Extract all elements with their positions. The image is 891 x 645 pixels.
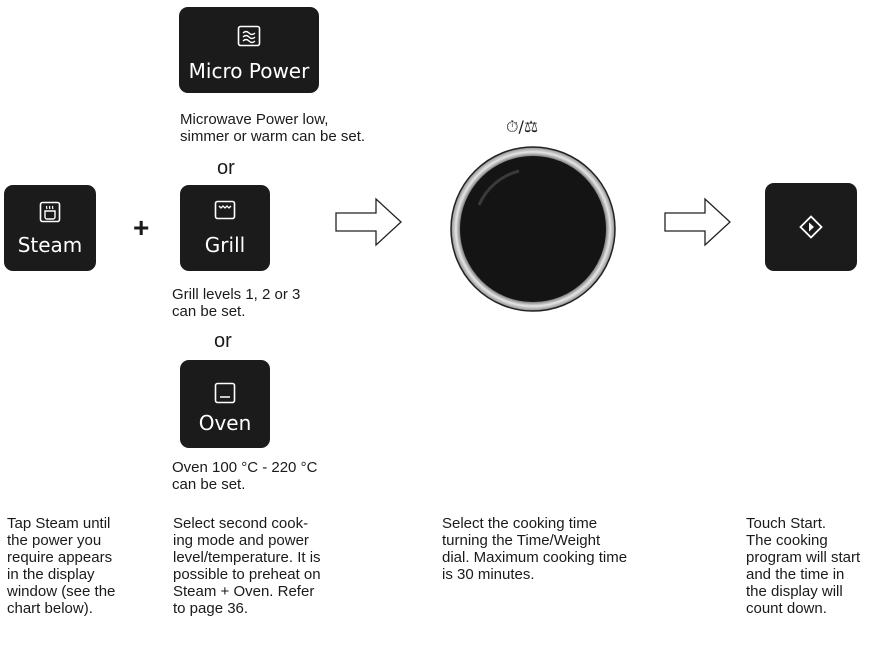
- instruction-step-1: Tap Steam until the power you require ap…: [7, 515, 115, 617]
- instruction-line: count down.: [746, 600, 827, 617]
- instruction-line: The cooking: [746, 532, 828, 549]
- arrow-right-icon: [335, 197, 402, 247]
- instruction-line: require appears: [7, 549, 113, 566]
- oven-button-label: Oven: [198, 411, 252, 435]
- instruction-line: program will start: [746, 549, 861, 566]
- start-button[interactable]: [765, 183, 857, 271]
- instruction-line: Touch Start.: [746, 515, 827, 532]
- instruction-line: dial. Maximum cooking time: [442, 549, 628, 566]
- start-icon: [799, 215, 823, 239]
- instruction-line: Steam + Oven. Refer: [173, 583, 315, 600]
- instruction-line: Select second cook-: [173, 515, 309, 532]
- caption-line: Grill levels 1, 2 or 3: [172, 286, 301, 303]
- instruction-line: the display will: [746, 583, 843, 600]
- grill-icon: [214, 200, 236, 220]
- caption-line: Oven 100 °C - 220 °C: [172, 459, 318, 476]
- arrow-right-icon: [664, 197, 731, 247]
- instruction-line: the power you: [7, 532, 102, 549]
- grill-caption: Grill levels 1, 2 or 3 can be set.: [172, 286, 300, 320]
- caption-line: can be set.: [172, 476, 246, 493]
- time-weight-label: ⏱/⚖: [506, 117, 539, 136]
- oven-icon: [214, 382, 236, 404]
- instruction-step-3: Select the cooking time turning the Time…: [442, 515, 627, 583]
- instruction-line: level/temperature. It is: [173, 549, 321, 566]
- caption-line: Microwave Power low,: [180, 111, 329, 128]
- instruction-line: Select the cooking time: [442, 515, 598, 532]
- instruction-line: turning the Time/Weight: [442, 532, 601, 549]
- instruction-step-2: Select second cook- ing mode and power l…: [173, 515, 321, 617]
- plus-sign: +: [133, 212, 150, 243]
- instruction-line: in the display: [7, 566, 95, 583]
- or-label: or: [217, 157, 235, 179]
- oven-caption: Oven 100 °C - 220 °C can be set.: [172, 459, 317, 493]
- caption-line: simmer or warm can be set.: [180, 128, 366, 145]
- steam-button-label: Steam: [17, 233, 83, 257]
- or-label: or: [214, 330, 232, 352]
- instruction-line: ing mode and power: [173, 532, 309, 549]
- steam-icon: [39, 201, 61, 223]
- grill-button[interactable]: Grill: [180, 185, 270, 271]
- microwave-icon: [237, 25, 261, 47]
- instruction-line: is 30 minutes.: [442, 566, 535, 583]
- instruction-line: chart below).: [7, 600, 93, 617]
- micro-power-caption: Microwave Power low, simmer or warm can …: [180, 111, 365, 145]
- oven-button[interactable]: Oven: [180, 360, 270, 448]
- instruction-line: possible to preheat on: [173, 566, 321, 583]
- caption-line: can be set.: [172, 303, 246, 320]
- instruction-line: window (see the: [7, 583, 116, 600]
- instruction-line: Tap Steam until: [7, 515, 111, 532]
- time-weight-dial[interactable]: [449, 145, 617, 313]
- instruction-line: and the time in: [746, 566, 845, 583]
- steam-button[interactable]: Steam: [4, 185, 96, 271]
- grill-button-label: Grill: [204, 233, 246, 257]
- micro-power-button[interactable]: Micro Power: [179, 7, 319, 93]
- micro-power-button-label: Micro Power: [188, 59, 310, 83]
- instruction-line: to page 36.: [173, 600, 249, 617]
- instruction-step-4: Touch Start. The cooking program will st…: [746, 515, 860, 617]
